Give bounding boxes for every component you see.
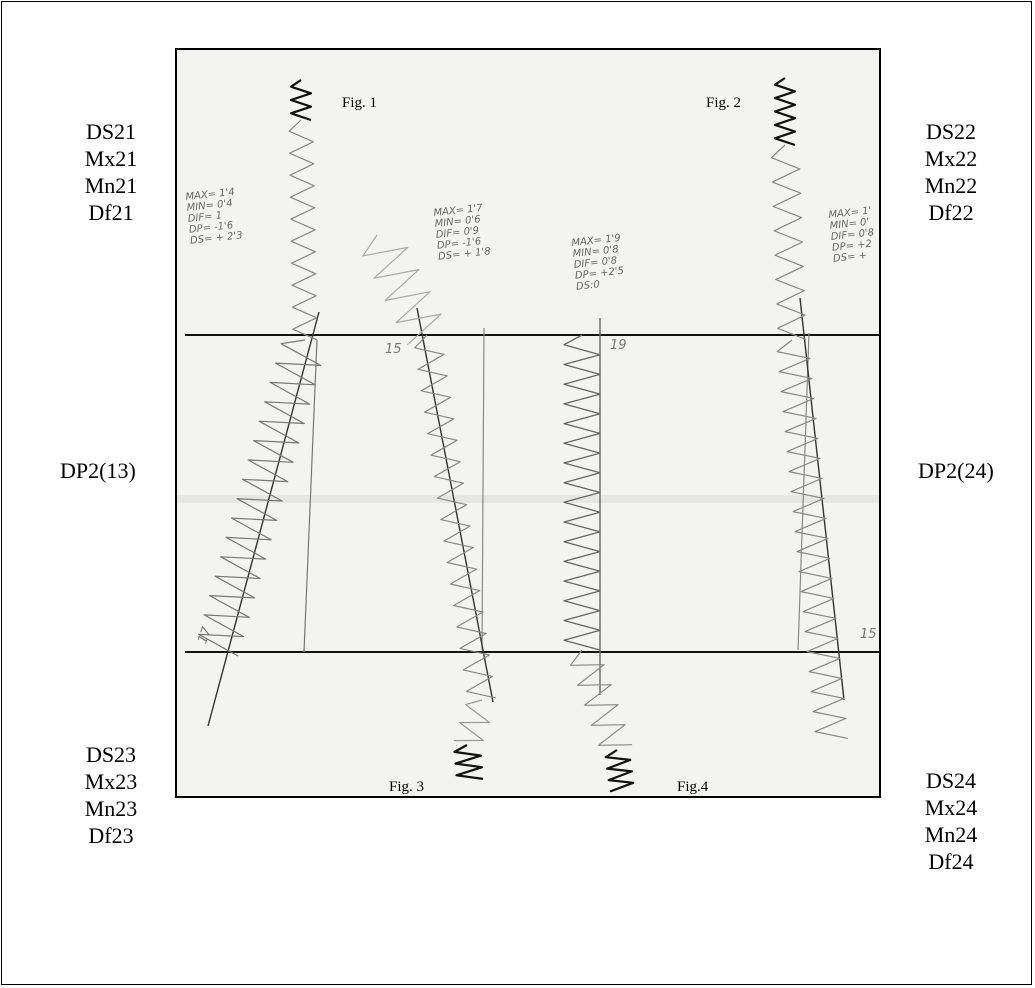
fig-1-label: Fig. 1	[342, 95, 377, 112]
fig1-measurements: MAX= 1'4 MIN= 0'4 DIF= 1 DP= -1'6 DS= + …	[185, 186, 243, 246]
fig2-trace-lower	[777, 340, 848, 738]
label-ds22: DS22	[918, 118, 984, 145]
fig1-slant-axis	[208, 312, 319, 726]
fig2-measurements: MAX= 1' MIN= 0' DIF= 0'8 DP= +2 DS= +	[828, 205, 877, 264]
fig4-trace-lower	[570, 650, 632, 745]
label-group-top-left: DS21 Mx21 Mn21 Df21	[78, 118, 144, 226]
fig2-trace-head	[775, 78, 795, 145]
handwriting-scan: Fig. 1 Fig. 2 Fig. 3 Fig.4 MAX= 1'4 MIN=…	[175, 48, 881, 798]
label-ds23: DS23	[78, 741, 144, 768]
label-group-top-right: DS22 Mx22 Mn22 Df22	[918, 118, 984, 226]
fig3-trace-lower	[454, 700, 490, 741]
fig1-trace-upper	[289, 120, 317, 340]
fig4-trace-tail	[606, 750, 633, 792]
paper-fold	[177, 495, 881, 503]
label-df23: Df23	[78, 822, 144, 849]
fig3-slant-axis	[417, 308, 493, 702]
label-mn24: Mn24	[918, 821, 984, 848]
label-df21: Df21	[78, 199, 144, 226]
label-group-bottom-left: DS23 Mx23 Mn23 Df23	[78, 741, 144, 849]
fig-3-label: Fig. 3	[389, 779, 424, 796]
label-mn23: Mn23	[78, 795, 144, 822]
fig3-trace-tail	[455, 745, 484, 779]
label-df22: Df22	[918, 199, 984, 226]
zigzag-traces	[199, 78, 848, 792]
label-mx21: Mx21	[78, 145, 144, 172]
label-dp2-24: DP2(24)	[918, 457, 994, 484]
label-df24: Df24	[918, 848, 984, 875]
label-group-bottom-right: DS24 Mx24 Mn24 Df24	[918, 767, 984, 875]
scan-drawing	[177, 50, 881, 798]
label-mx22: Mx22	[918, 145, 984, 172]
label-mn21: Mn21	[78, 172, 144, 199]
number-15-right: 15	[860, 627, 877, 642]
fig3-trace-upper	[363, 235, 441, 345]
number-15-left: 15	[385, 342, 402, 357]
fig-4-label: Fig.4	[677, 779, 708, 796]
fig3-vertical-reference	[482, 328, 484, 650]
label-mx24: Mx24	[918, 794, 984, 821]
fig3-measurements: MAX= 1'7 MIN= 0'6 DIF= 0'9 DP= -1'6 DS= …	[433, 202, 491, 262]
number-19: 19	[610, 338, 627, 353]
fig1-trace-head	[291, 80, 311, 120]
fig4-measurements: MAX= 1'9 MIN= 0'8 DIF= 0'8 DP= +2'5 DS:0	[571, 233, 626, 293]
label-ds21: DS21	[78, 118, 144, 145]
label-mn22: Mn22	[918, 172, 984, 199]
fig4-trace-upper	[564, 335, 600, 650]
label-ds24: DS24	[918, 767, 984, 794]
label-mx23: Mx23	[78, 768, 144, 795]
label-dp2-13: DP2(13)	[60, 457, 136, 484]
fig-2-label: Fig. 2	[706, 95, 741, 112]
